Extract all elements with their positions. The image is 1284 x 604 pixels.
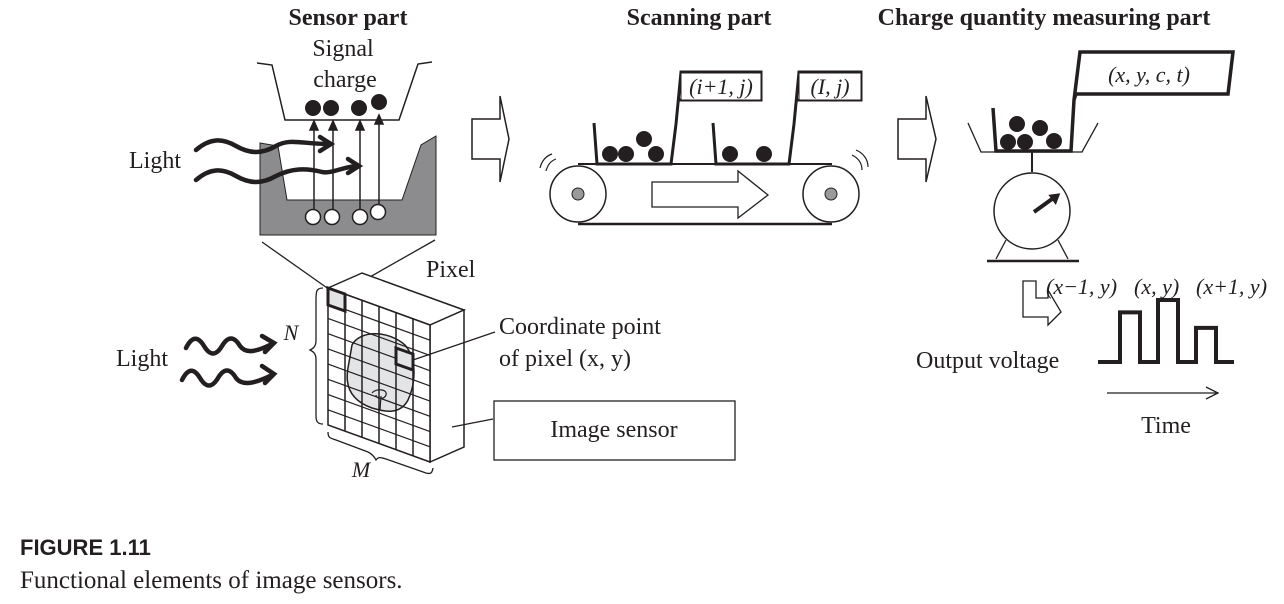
- pulse-label: (x+1, y): [1196, 274, 1267, 299]
- bucket-2-tag: (I, j): [810, 74, 849, 99]
- light-label-top: Light: [129, 148, 181, 174]
- output-voltage-label: Output voltage: [916, 348, 1059, 374]
- pulse-label: (x, y): [1134, 274, 1179, 299]
- signal-charge: [305, 100, 321, 116]
- light-label-bottom: Light: [116, 346, 168, 372]
- charge: [648, 146, 664, 162]
- signal-charge: [371, 94, 387, 110]
- grid-row-line: [327, 348, 431, 387]
- signal-label-line2: charge: [313, 67, 377, 93]
- substrate: [259, 135, 437, 236]
- charge: [1000, 134, 1016, 150]
- gauge-needle: [1032, 197, 1054, 214]
- projection-line-left: [261, 241, 331, 291]
- heading-scanning-part: Scanning part: [627, 5, 772, 31]
- weighing-scale: (x, y, c, t): [967, 50, 1235, 263]
- figure-caption: Functional elements of image sensors.: [20, 567, 403, 594]
- bucket-1: (i+1, j): [592, 70, 763, 166]
- grid-row-line: [327, 317, 431, 357]
- cols-label-m: M: [351, 457, 372, 482]
- charge: [1009, 116, 1025, 132]
- image-sensor-illustration: [308, 272, 496, 475]
- signal-trough: [256, 61, 433, 121]
- conveyor-belt: [539, 149, 869, 226]
- charge: [722, 146, 738, 162]
- block-arrow-1: [471, 95, 510, 183]
- grid-row-line: [327, 409, 431, 448]
- photodiode: [369, 203, 387, 221]
- figure-number: FIGURE 1.11: [20, 535, 151, 560]
- signal-charge: [323, 100, 339, 116]
- brace-m: [327, 431, 434, 475]
- charge: [1032, 120, 1048, 136]
- bucket-2: (I, j): [711, 70, 863, 166]
- measuring-tag: (x, y, c, t): [1108, 62, 1190, 87]
- axle-left: [571, 187, 585, 201]
- grid-row-line: [327, 393, 431, 433]
- bucket-1-tag: (i+1, j): [689, 74, 753, 99]
- charge: [756, 146, 772, 162]
- highlighted-pixel-xy: [394, 345, 415, 373]
- belt-direction-arrow: [651, 169, 770, 220]
- signal-charge: [351, 100, 367, 116]
- brace-n: [308, 287, 324, 425]
- grid-row-line: [327, 363, 431, 402]
- output-pulse-train: [1098, 298, 1234, 364]
- pulse-label: (x−1, y): [1046, 274, 1117, 299]
- time-label: Time: [1141, 413, 1191, 439]
- light-arrows-top: [193, 134, 364, 185]
- coord-label-line1: Coordinate point: [499, 314, 661, 340]
- signal-label-line1: Signal: [312, 36, 374, 62]
- heading-sensor-part: Sensor part: [289, 5, 408, 31]
- coord-label-line2: of pixel (x, y): [499, 346, 631, 372]
- heading-measuring-part: Charge quantity measuring part: [878, 5, 1211, 31]
- charge: [1046, 133, 1062, 149]
- output-bent-arrow: [1022, 280, 1062, 327]
- charge: [602, 146, 618, 162]
- axle-right: [824, 187, 838, 201]
- photodiode: [323, 208, 341, 226]
- charge: [1017, 134, 1033, 150]
- charge: [636, 131, 652, 147]
- time-axis-arrow: [1107, 386, 1220, 400]
- image-sensor-box-label: Image sensor: [550, 417, 677, 443]
- light-arrows-bottom: [179, 333, 278, 388]
- image-sensor-box: [493, 400, 736, 461]
- rows-label-n: N: [283, 320, 300, 345]
- block-arrow-2: [897, 95, 937, 183]
- pixel-label: Pixel: [426, 257, 476, 283]
- highlighted-pixel-corner: [326, 285, 347, 314]
- gauge-dial: [993, 172, 1071, 250]
- photodiode: [351, 208, 369, 226]
- photodiode: [304, 208, 322, 226]
- sensor-part-illustration: Light Signal charge: [129, 36, 437, 236]
- charge: [618, 146, 634, 162]
